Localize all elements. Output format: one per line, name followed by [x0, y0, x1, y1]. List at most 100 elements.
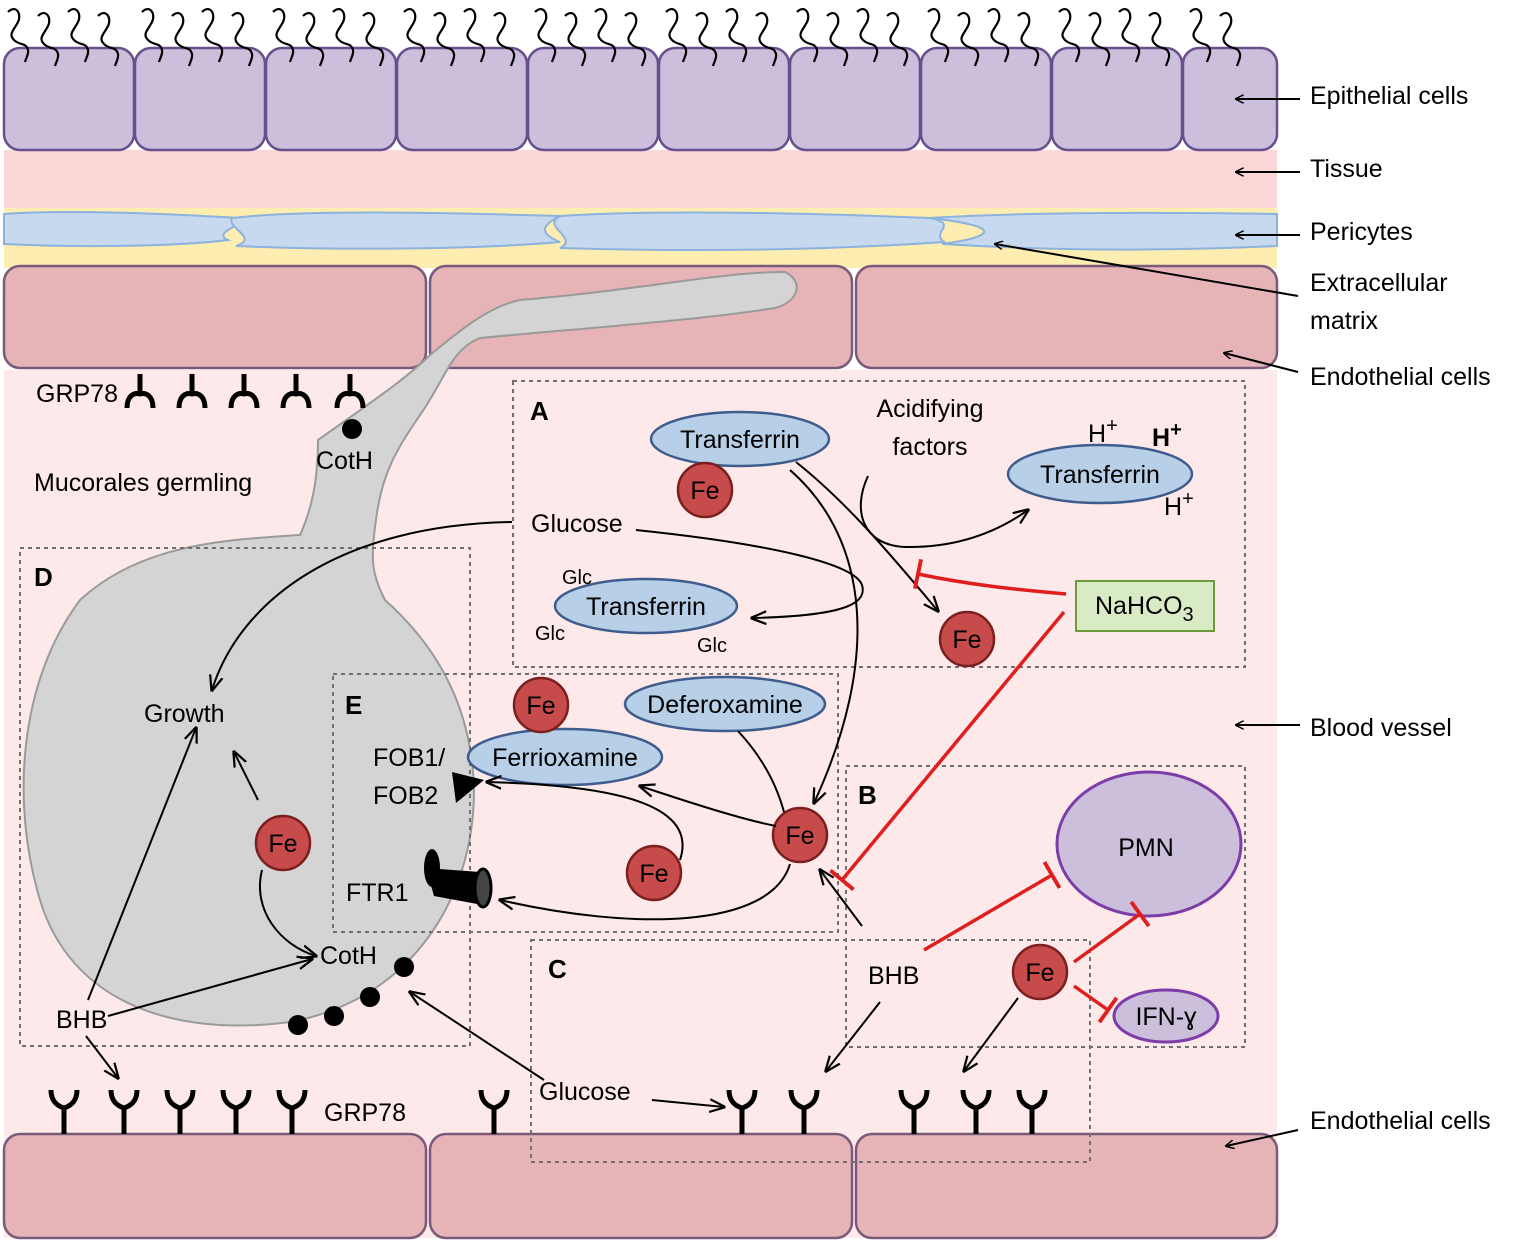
microvillus	[695, 11, 718, 67]
grp78-receptor	[276, 1089, 308, 1134]
panel-c-box	[530, 939, 1091, 1163]
bhb-to-grp78-c-arrow	[826, 1001, 881, 1071]
bhb-inhibits-pmn	[923, 861, 1062, 952]
glucose-to-coth-arrow	[410, 992, 545, 1081]
label-glucose-a: Glucose	[531, 510, 623, 538]
label-tissue: Tissue	[1310, 155, 1383, 183]
microvillus	[1219, 11, 1242, 67]
fe-e-free-circle	[512, 676, 570, 734]
bhb-to-coth-arrow	[107, 959, 312, 1017]
grp78-receptor	[478, 1089, 510, 1134]
fe-e-lower-label: Fe	[639, 860, 668, 888]
microvillus	[7, 7, 30, 63]
label-fob1: FOB1/	[373, 744, 445, 772]
microvillus	[493, 11, 516, 67]
fe-inhibits-pmn	[1072, 900, 1151, 964]
label-glucose-c: Glucose	[539, 1078, 631, 1106]
pericytes-layer	[3, 210, 1278, 251]
microvillus	[856, 7, 879, 63]
microvillus	[67, 7, 90, 63]
label-fob2: FOB2	[373, 782, 438, 810]
fe-inhibits-ifn	[1072, 984, 1119, 1024]
panel-b-letter: B	[858, 780, 877, 810]
grp78-receptor	[280, 374, 312, 409]
h-ion-2: H+	[1152, 419, 1182, 452]
fe-to-ferrioxamine-arrow	[640, 786, 777, 827]
label-epithelial-cells: Epithelial cells	[1310, 82, 1468, 110]
label-glc-2: Glc	[535, 623, 565, 645]
microvillus	[796, 7, 819, 63]
label-bhb-b: BHB	[868, 962, 919, 990]
ferrioxamine-to-fob-arrow	[487, 782, 684, 861]
label-transferrin-glycated: Transferrin	[586, 593, 706, 621]
panel-e-letter: E	[345, 690, 362, 720]
grp78-receptor	[726, 1089, 758, 1134]
label-ferrioxamine: Ferrioxamine	[492, 744, 638, 772]
transferrin-to-central-fe-arrow	[789, 469, 859, 803]
microvillus	[97, 11, 120, 67]
microvillus	[564, 11, 587, 67]
label-acidifying-line1: Acidifying	[877, 395, 984, 423]
microvillus	[37, 11, 60, 67]
label-coth-bottom: CotH	[320, 942, 377, 970]
epithelial-cells-row	[2, 46, 1279, 152]
grp78-receptors-top	[124, 374, 366, 409]
tissue-layer	[4, 150, 1277, 212]
microvillus	[927, 7, 950, 63]
panel-b-box	[845, 765, 1246, 1048]
grp78-receptor	[164, 1089, 196, 1134]
glucose-to-growth-arrow	[212, 521, 513, 690]
ferrioxamine-oval	[466, 727, 664, 787]
fe-released-circle	[938, 610, 996, 668]
label-coth-top: CotH	[316, 447, 373, 475]
grp78-receptor	[898, 1089, 930, 1134]
microvillus	[594, 7, 617, 63]
microvillus	[141, 7, 164, 63]
fe-b-label: Fe	[1025, 959, 1054, 987]
label-transferrin-a: Transferrin	[680, 426, 800, 454]
grp78-receptor	[334, 374, 366, 409]
label-nahco3: NaHCO3	[1095, 592, 1194, 626]
grp78-receptor	[124, 374, 156, 409]
epithelial-microvilli	[7, 7, 1242, 67]
fe-central-circle	[771, 806, 829, 864]
microvillus	[1017, 11, 1040, 67]
microvillus	[957, 11, 980, 67]
fe-released-label: Fe	[952, 626, 981, 654]
label-pmn: PMN	[1118, 834, 1174, 862]
microvillus	[886, 11, 909, 67]
fe-e-free-label: Fe	[526, 692, 555, 720]
grp78-receptor	[176, 374, 208, 409]
microvillus	[624, 11, 647, 67]
microvillus	[1118, 7, 1141, 63]
microvillus	[302, 11, 325, 67]
microvillus	[987, 7, 1010, 63]
endothelial-bottom-pointer	[1226, 1129, 1299, 1146]
microvillus	[1189, 7, 1212, 63]
label-glc-3: Glc	[697, 635, 727, 657]
label-endothelial-top: Endothelial cells	[1310, 363, 1491, 391]
fe-central-label: Fe	[785, 822, 814, 850]
label-deferoxamine: Deferoxamine	[647, 691, 803, 719]
endothelial-top-pointer	[1224, 353, 1299, 373]
bhb-to-fe-arrow	[820, 870, 863, 927]
bhb-to-growth-arrow	[87, 728, 196, 1001]
label-grp78-bottom: GRP78	[324, 1099, 406, 1127]
deferoxamine-to-fe-arrow	[737, 730, 785, 813]
grp78-receptors-bottom	[48, 1089, 1048, 1134]
grp78-receptor	[960, 1089, 992, 1134]
bhb-to-grp78-arrow	[85, 1035, 118, 1078]
grp78-receptor	[1016, 1089, 1048, 1134]
panel-c-letter: C	[548, 954, 567, 984]
label-ifn-gamma: IFN-ɣ	[1135, 1003, 1197, 1031]
microvillus	[362, 11, 385, 67]
label-bhb-d: BHB	[56, 1006, 107, 1034]
microvillus	[725, 7, 748, 63]
microvillus	[201, 7, 224, 63]
ecm-pointer	[995, 244, 1299, 297]
panel-e-box	[332, 673, 839, 933]
grp78-receptor	[788, 1089, 820, 1134]
fob-receptor	[452, 772, 484, 803]
transferrin-a-oval	[649, 410, 831, 468]
grp78-receptor	[220, 1089, 252, 1134]
